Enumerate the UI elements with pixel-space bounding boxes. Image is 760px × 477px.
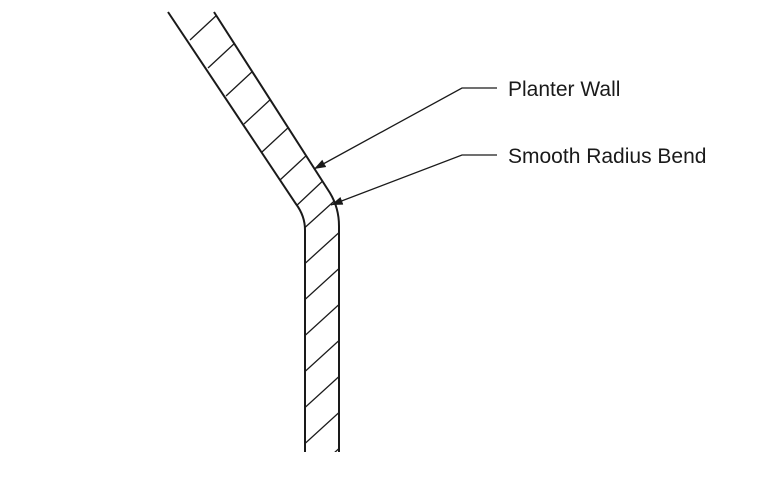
planter-wall-label: Planter Wall — [508, 78, 621, 101]
smooth-bend-leader — [330, 154, 497, 206]
smooth-radius-bend-label: Smooth Radius Bend — [508, 145, 707, 168]
wall-hatching — [189, 13, 340, 452]
wall-right-edge — [213, 11, 340, 452]
planter-wall-leader — [313, 87, 497, 170]
wall-left-edge — [167, 11, 306, 452]
